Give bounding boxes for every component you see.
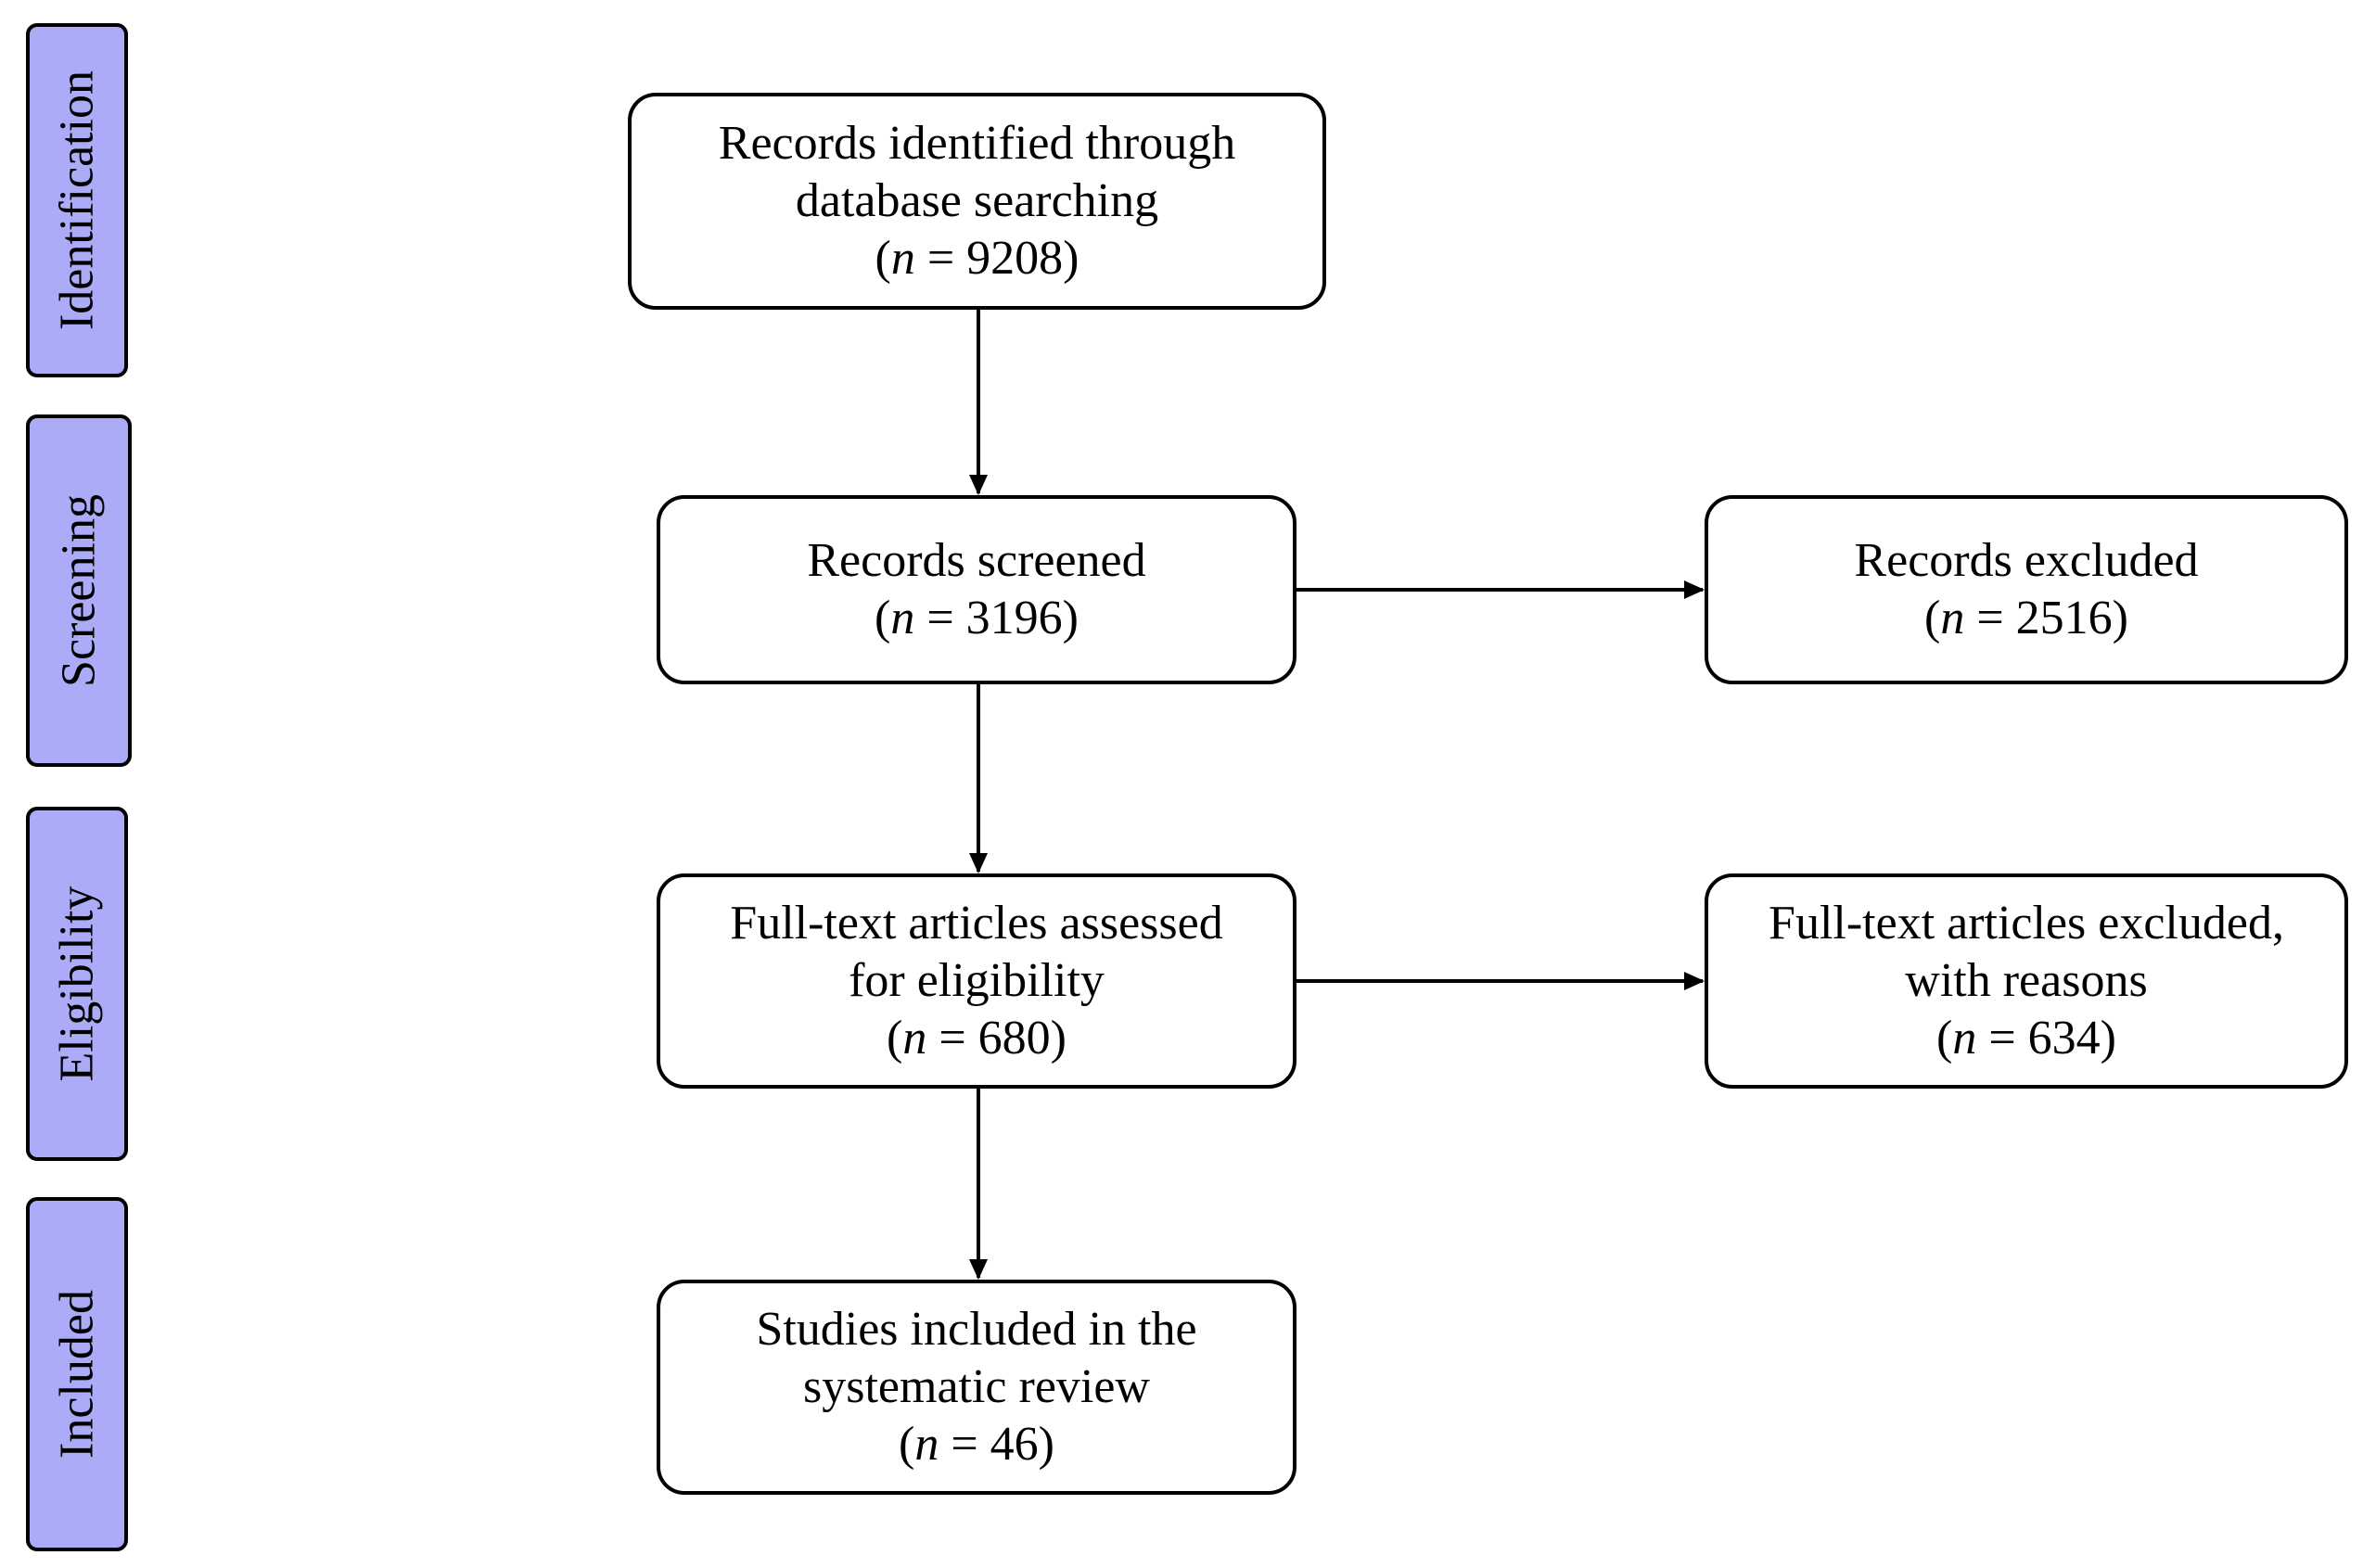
box-records-identified: Records identified through database sear…: [628, 93, 1326, 310]
stage-screening-label: Screening: [52, 494, 106, 687]
stage-identification-label: Identification: [50, 70, 104, 331]
stage-included-label: Included: [50, 1290, 104, 1459]
box-records-screened: Records screened (n = 3196): [657, 495, 1296, 684]
box-studies-included: Studies included in the systematic revie…: [657, 1280, 1296, 1495]
box-ft-excluded-count: (n = 634): [1936, 1012, 2116, 1064]
box-fulltext-line-2: for eligibility: [849, 954, 1105, 1007]
box-fulltext-line-1: Full-text articles assessed: [730, 897, 1223, 950]
box-excluded-count: (n = 2516): [1924, 592, 2128, 644]
box-included-count: (n = 46): [899, 1418, 1054, 1471]
box-ft-excluded-line-1: Full-text articles excluded,: [1769, 897, 2284, 950]
box-identified-line-1: Records identified through: [718, 117, 1236, 170]
box-included-line-2: systematic review: [803, 1360, 1150, 1413]
box-fulltext-excluded: Full-text articles excluded, with reason…: [1705, 873, 2348, 1089]
box-identified-count: (n = 9208): [875, 232, 1079, 285]
stage-eligibility-label: Eligibility: [50, 886, 104, 1082]
box-included-line-1: Studies included in the: [756, 1303, 1197, 1356]
box-screened-line-1: Records screened: [807, 534, 1146, 587]
box-identified-line-2: database searching: [795, 174, 1159, 227]
box-ft-excluded-line-2: with reasons: [1905, 954, 2148, 1007]
box-records-excluded: Records excluded (n = 2516): [1705, 495, 2348, 684]
box-fulltext-count: (n = 680): [887, 1012, 1067, 1064]
stage-included: Included: [26, 1197, 128, 1551]
box-excluded-line-1: Records excluded: [1854, 534, 2199, 587]
stage-screening: Screening: [26, 414, 132, 767]
stage-identification: Identification: [26, 23, 128, 377]
box-screened-count: (n = 3196): [875, 592, 1079, 644]
box-fulltext-assessed: Full-text articles assessed for eligibil…: [657, 873, 1296, 1089]
stage-eligibility: Eligibility: [26, 807, 128, 1161]
